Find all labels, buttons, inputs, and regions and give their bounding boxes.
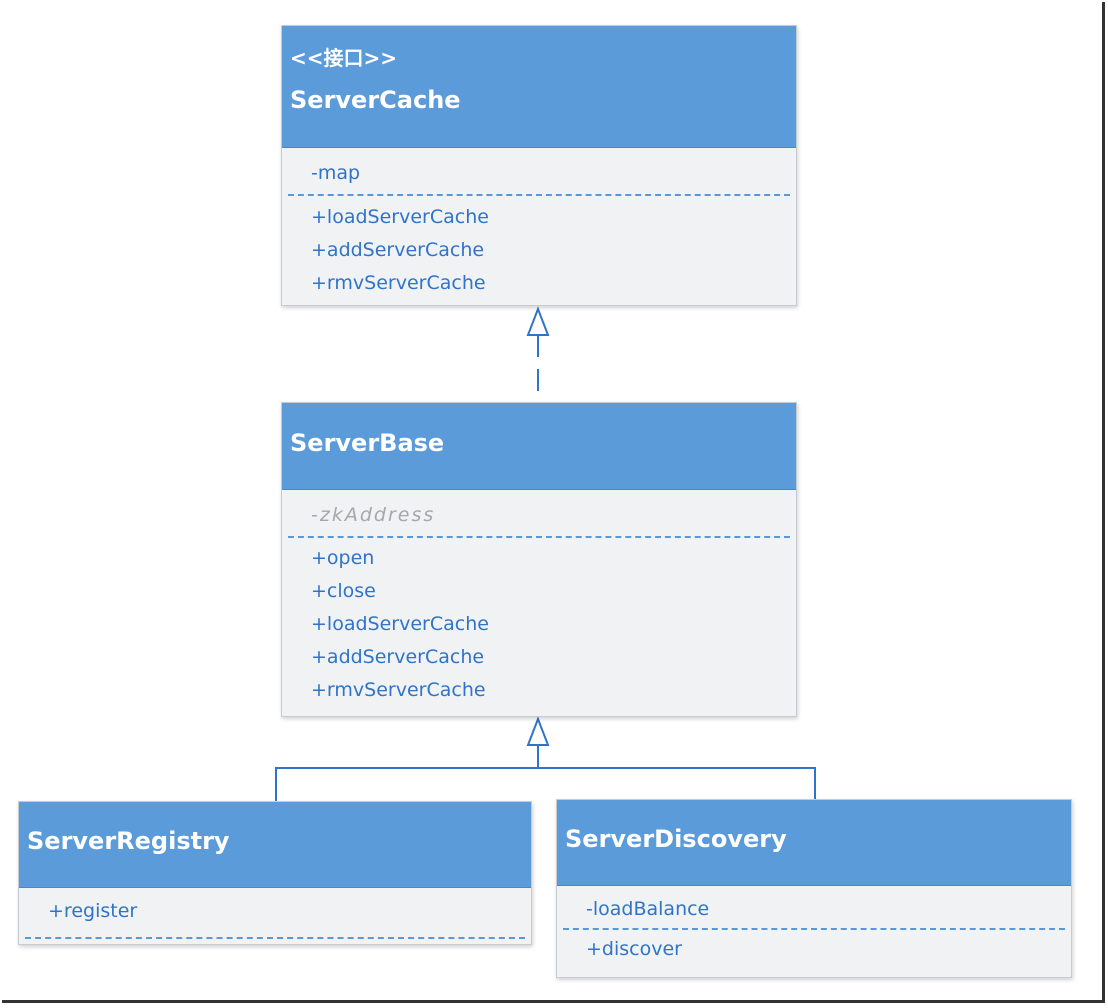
class-header: <<接口>> ServerCache	[282, 26, 796, 148]
method-item: +discover	[586, 938, 682, 960]
method-item: +addServerCache	[311, 239, 485, 261]
attributes-section: -zkAddress	[282, 490, 796, 536]
methods-section: +discover	[557, 930, 1071, 966]
class-header: ServerBase	[282, 403, 796, 490]
generalization-branch	[275, 767, 816, 801]
method-item: +loadServerCache	[311, 206, 489, 228]
method-item: +addServerCache	[311, 646, 485, 668]
section-divider	[563, 928, 1065, 930]
class-name: ServerDiscovery	[565, 825, 787, 853]
section-divider	[288, 194, 790, 196]
method-item: +rmvServerCache	[311, 272, 486, 294]
class-server-discovery[interactable]: ServerDiscovery -loadBalance +discover	[556, 799, 1072, 978]
method-item: +rmvServerCache	[311, 679, 486, 701]
method-item: +open	[311, 547, 375, 569]
attribute-item: -zkAddress	[311, 504, 436, 526]
section-divider	[25, 937, 525, 939]
method-item: +close	[311, 580, 376, 602]
method-item: +register	[48, 900, 138, 922]
realization-arrowhead	[526, 306, 550, 336]
attributes-section: -loadBalance	[557, 886, 1071, 928]
class-server-cache[interactable]: <<接口>> ServerCache -map +loadServerCache…	[281, 25, 797, 306]
class-header: ServerRegistry	[19, 802, 531, 888]
method-item: +loadServerCache	[311, 613, 489, 635]
class-name: ServerCache	[290, 86, 461, 114]
class-server-registry[interactable]: ServerRegistry +register	[18, 801, 532, 945]
class-name: ServerBase	[290, 429, 445, 457]
stereotype-label: <<接口>>	[290, 46, 398, 70]
methods-section: +open +close +loadServerCache +addServer…	[282, 538, 796, 707]
attributes-section: -map	[282, 148, 796, 194]
attribute-item: -loadBalance	[586, 898, 710, 920]
class-header: ServerDiscovery	[557, 800, 1071, 886]
attribute-item: -map	[311, 162, 361, 184]
section-divider	[288, 536, 790, 538]
methods-section: +register	[19, 888, 531, 937]
methods-section: +loadServerCache +addServerCache +rmvSer…	[282, 196, 796, 300]
generalization-arrowhead	[526, 716, 550, 746]
class-name: ServerRegistry	[27, 827, 230, 855]
class-server-base[interactable]: ServerBase -zkAddress +open +close +load…	[281, 402, 797, 717]
